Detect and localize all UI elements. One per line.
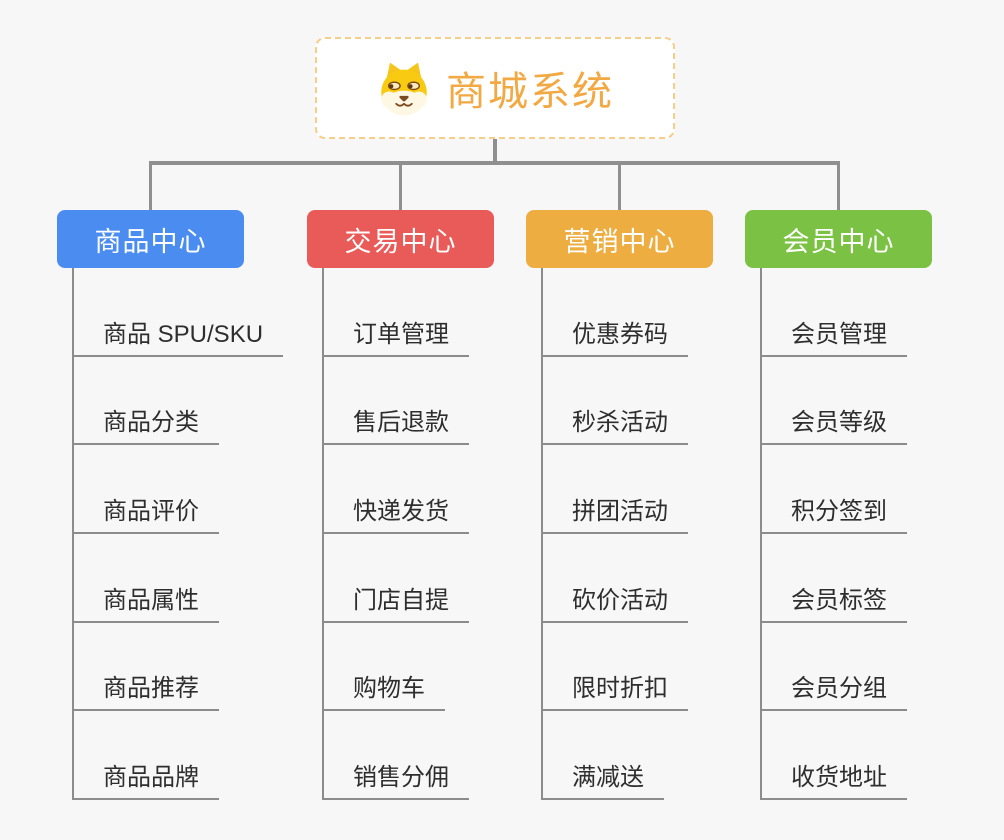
leaf-label: 快递发货 — [353, 498, 449, 526]
leaf-label: 订单管理 — [353, 320, 449, 348]
mindmap-leaf-node[interactable]: 收货地址 — [762, 711, 907, 801]
mindmap-leaf-node[interactable]: 商品品牌 — [74, 711, 219, 801]
branch-item-list: 优惠券码 秒杀活动 拼团活动 砍价活动 限时折扣 满减送 — [541, 268, 688, 801]
mindmap-leaf-node[interactable]: 限时折扣 — [543, 623, 688, 712]
leaf-label: 砍价活动 — [572, 586, 668, 614]
leaf-label: 门店自提 — [353, 586, 449, 614]
mindmap-leaf-node[interactable]: 拼团活动 — [543, 445, 688, 535]
leaf-label: 商品 SPU/SKU — [103, 320, 264, 348]
leaf-label: 积分签到 — [791, 498, 887, 526]
branch-product-center: 商品中心 商品 SPU/SKU 商品分类 商品评价 商品属性 商品推荐 商品品牌 — [57, 210, 287, 801]
connector-drop-3 — [618, 163, 621, 210]
branch-node-trade-center[interactable]: 交易中心 — [307, 210, 494, 268]
leaf-label: 商品分类 — [103, 409, 199, 437]
mindmap-leaf-node[interactable]: 优惠券码 — [543, 268, 688, 357]
leaf-label: 会员管理 — [791, 320, 887, 348]
leaf-label: 优惠券码 — [572, 320, 668, 348]
connector-drop-1 — [149, 163, 152, 210]
mindmap-leaf-node[interactable]: 商品 SPU/SKU — [74, 268, 284, 357]
branch-node-marketing-center[interactable]: 营销中心 — [526, 210, 713, 268]
mindmap-leaf-node[interactable]: 订单管理 — [324, 268, 469, 357]
mindmap-leaf-node[interactable]: 商品评价 — [74, 445, 219, 535]
mindmap-leaf-node[interactable]: 购物车 — [324, 623, 445, 712]
mindmap-leaf-node[interactable]: 会员等级 — [762, 357, 907, 446]
branch-marketing-center: 营销中心 优惠券码 秒杀活动 拼团活动 砍价活动 限时折扣 满减送 — [526, 210, 756, 801]
mindmap-leaf-node[interactable]: 售后退款 — [324, 357, 469, 446]
branch-item-list: 商品 SPU/SKU 商品分类 商品评价 商品属性 商品推荐 商品品牌 — [72, 268, 284, 801]
leaf-label: 限时折扣 — [572, 675, 668, 703]
mindmap-leaf-node[interactable]: 会员分组 — [762, 623, 907, 712]
leaf-label: 收货地址 — [791, 764, 887, 792]
leaf-label: 售后退款 — [353, 409, 449, 437]
leaf-label: 会员标签 — [791, 586, 887, 614]
mindmap-leaf-node[interactable]: 商品分类 — [74, 357, 219, 446]
branch-member-center: 会员中心 会员管理 会员等级 积分签到 会员标签 会员分组 收货地址 — [745, 210, 975, 801]
mindmap-leaf-node[interactable]: 满减送 — [543, 711, 664, 801]
branch-node-member-center[interactable]: 会员中心 — [745, 210, 932, 268]
leaf-label: 满减送 — [572, 764, 644, 792]
leaf-label: 拼团活动 — [572, 498, 668, 526]
root-node[interactable]: 商城系统 — [315, 37, 675, 139]
branch-item-list: 订单管理 售后退款 快递发货 门店自提 购物车 销售分佣 — [322, 268, 469, 801]
mindmap-leaf-node[interactable]: 砍价活动 — [543, 534, 688, 623]
branch-trade-center: 交易中心 订单管理 售后退款 快递发货 门店自提 购物车 销售分佣 — [307, 210, 537, 801]
mindmap-leaf-node[interactable]: 会员标签 — [762, 534, 907, 623]
leaf-label: 秒杀活动 — [572, 409, 668, 437]
leaf-label: 商品属性 — [103, 586, 199, 614]
leaf-label: 销售分佣 — [353, 764, 449, 792]
connector-root-stem — [493, 139, 497, 165]
leaf-label: 商品评价 — [103, 498, 199, 526]
leaf-label: 商品品牌 — [103, 764, 199, 792]
mindmap-leaf-node[interactable]: 商品推荐 — [74, 623, 219, 712]
leaf-label: 会员等级 — [791, 409, 887, 437]
branch-node-product-center[interactable]: 商品中心 — [57, 210, 244, 268]
mindmap-leaf-node[interactable]: 销售分佣 — [324, 711, 469, 801]
connector-drop-2 — [399, 163, 402, 210]
mindmap-leaf-node[interactable]: 商品属性 — [74, 534, 219, 623]
branch-item-list: 会员管理 会员等级 积分签到 会员标签 会员分组 收货地址 — [760, 268, 907, 801]
root-title: 商城系统 — [446, 70, 614, 114]
mindmap-leaf-node[interactable]: 门店自提 — [324, 534, 469, 623]
connector-horizontal-rail — [149, 161, 840, 165]
mindmap-leaf-node[interactable]: 快递发货 — [324, 445, 469, 535]
leaf-label: 商品推荐 — [103, 675, 199, 703]
mindmap-leaf-node[interactable]: 会员管理 — [762, 268, 907, 357]
mindmap-leaf-node[interactable]: 积分签到 — [762, 445, 907, 535]
leaf-label: 会员分组 — [791, 675, 887, 703]
dog-face-icon — [381, 62, 427, 116]
leaf-label: 购物车 — [353, 675, 425, 703]
connector-drop-4 — [837, 163, 840, 210]
mindmap-leaf-node[interactable]: 秒杀活动 — [543, 357, 688, 446]
